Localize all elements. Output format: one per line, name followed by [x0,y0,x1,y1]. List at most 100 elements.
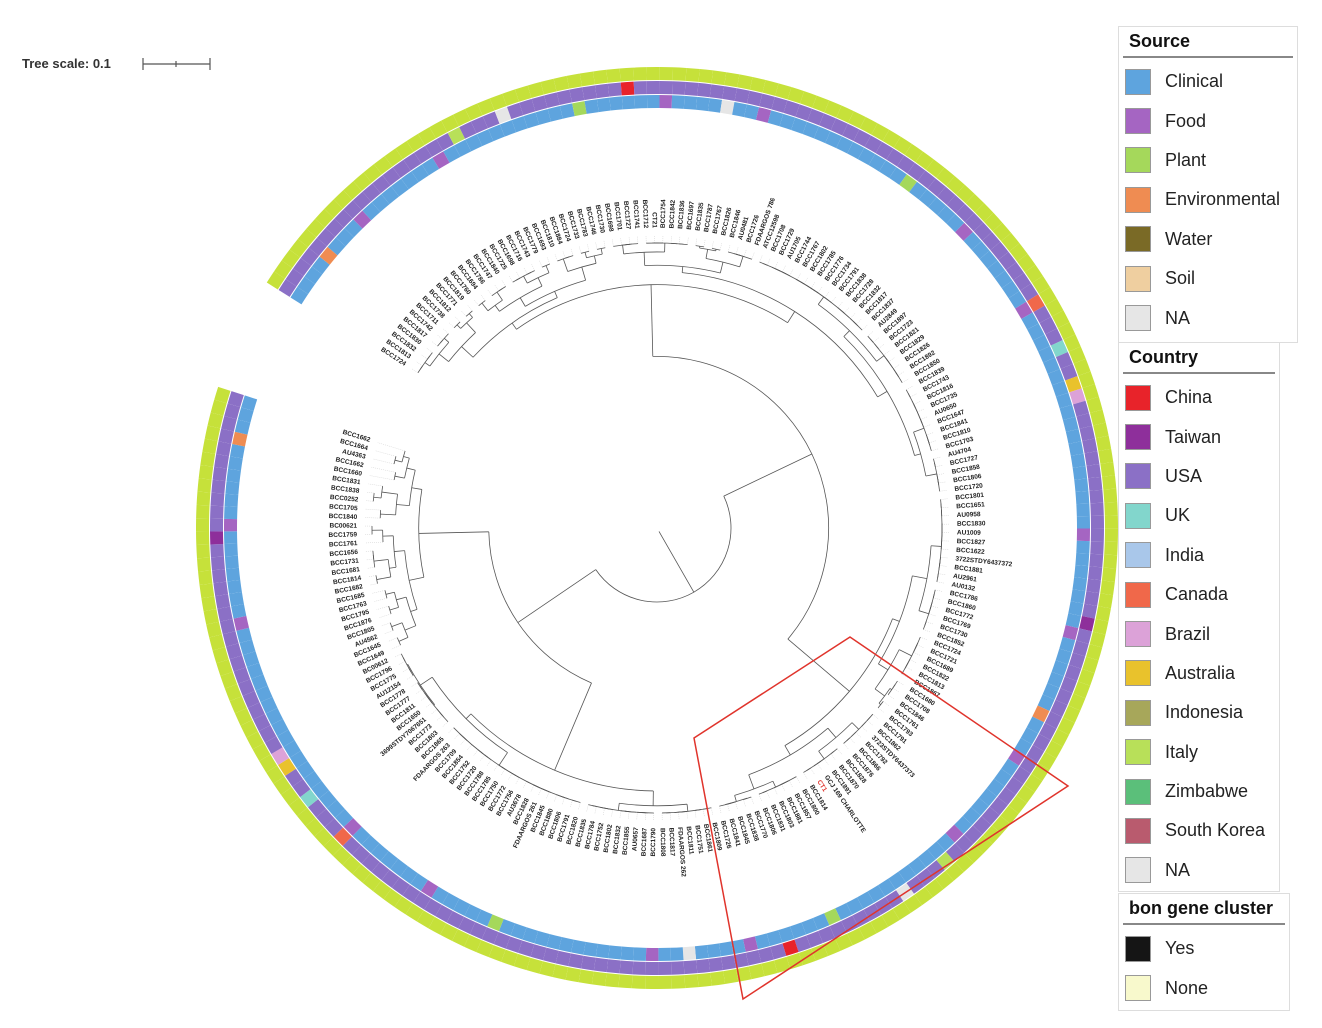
source-ring-cell [609,96,623,111]
tip-leader [931,605,938,609]
source-ring-cell [224,506,238,520]
source-ring-cell [1059,636,1076,653]
legend-swatch [1125,817,1151,844]
branch [373,496,382,499]
country-ring-cell [581,955,596,971]
legend-swatch [1125,935,1151,962]
source-ring-cell [353,210,372,229]
country-ring-cell [659,81,673,95]
tip-leader [916,644,924,648]
country-ring-cell [271,747,290,766]
bon-ring-cell [579,71,595,87]
source-ring-cell [954,815,973,834]
source-ring-cell [802,121,819,139]
country-ring-cell [361,853,380,872]
country-ring-cell [569,87,585,103]
country-ring-cell [1012,766,1031,785]
branch [719,262,724,274]
tip-leader [923,424,931,428]
country-ring-cell [1090,541,1104,555]
source-ring-cell [936,833,955,852]
tip-leader [759,255,763,263]
tip-leader [487,289,493,296]
branch-arc [613,243,632,247]
branch [925,473,937,477]
source-ring-cell [241,395,258,412]
country-ring-cell [1089,489,1104,504]
legend-label: China [1165,387,1213,408]
bon-ring-cell [526,957,543,974]
tip-leader [365,550,373,552]
tip-leader [926,432,934,436]
country-ring-cell [292,779,311,798]
tip-leader [501,768,506,776]
country-ring-cell [1005,776,1024,795]
legend-item-country-brazil: Brazil [1119,614,1279,653]
country-ring-cell [733,952,749,968]
tip-label: BCC1842 [669,199,677,228]
tip-leader [837,302,843,308]
tip-label: BCC1759 [328,531,357,539]
bon-ring-cell [384,148,403,167]
bon-ring-cell [204,425,221,442]
tip-leader [368,483,383,487]
branch [466,322,476,333]
source-ring-cell [381,186,400,205]
bon-ring-cell [363,164,382,183]
legend-item-country-indonesia: Indonesia [1119,693,1279,732]
source-ring-cell [297,276,316,295]
tip-leader [719,806,722,813]
bon-ring-cell [1077,669,1095,686]
tip-leader [935,465,943,468]
legend-swatch [1125,68,1151,95]
branch-arc [916,411,930,445]
source-ring-cell [547,106,563,122]
tip-leader [454,733,460,739]
branch [376,576,391,580]
source-ring-cell [265,707,283,725]
source-ring-cell [361,835,380,854]
tip-leader [774,262,778,269]
country-ring-cell [285,268,304,287]
source-ring-cell [535,109,551,125]
tip-leader [531,264,535,271]
source-ring-cell [646,95,660,109]
tip-label: BC00621 [330,523,358,530]
source-ring-cell [978,788,997,807]
tip-leader [938,573,946,575]
tip-leader [831,296,836,303]
tip-leader [711,241,714,249]
bon-ring-cell [297,807,316,827]
bon-ring-cell [197,478,212,493]
bon-ring-cell [297,228,317,248]
bon-ring-cell [858,921,877,940]
country-ring-cell [333,827,352,846]
branch [403,456,410,459]
tip-leader [788,780,793,787]
country-ring-cell [242,690,260,708]
country-ring-cell [1088,566,1103,581]
tip-leader [849,737,855,744]
source-ring-cell [370,843,389,862]
source-ring-cell [731,939,746,955]
tip-leader [923,629,930,633]
bon-ring-cell [1063,705,1081,723]
tip-leader [494,764,499,771]
legend-item-source-food: Food [1119,101,1297,140]
bon-ring-cell [343,181,362,200]
country-ring-cell [684,81,699,96]
source-ring-cell [868,153,886,172]
bon-ring-cell [1057,322,1076,340]
tip-leader [371,466,396,473]
source-ring-cell [303,770,322,789]
country-ring-cell [210,505,224,519]
country-ring-cell [425,139,443,157]
tip-leader [474,300,479,306]
country-legend-title: Country [1123,343,1275,374]
tip-label: BCC1817 [667,828,675,857]
legend-swatch [1125,463,1151,490]
source-ring-cell [963,231,982,250]
tip-label: BCC1754 [660,199,668,228]
country-ring-cell [494,106,512,124]
